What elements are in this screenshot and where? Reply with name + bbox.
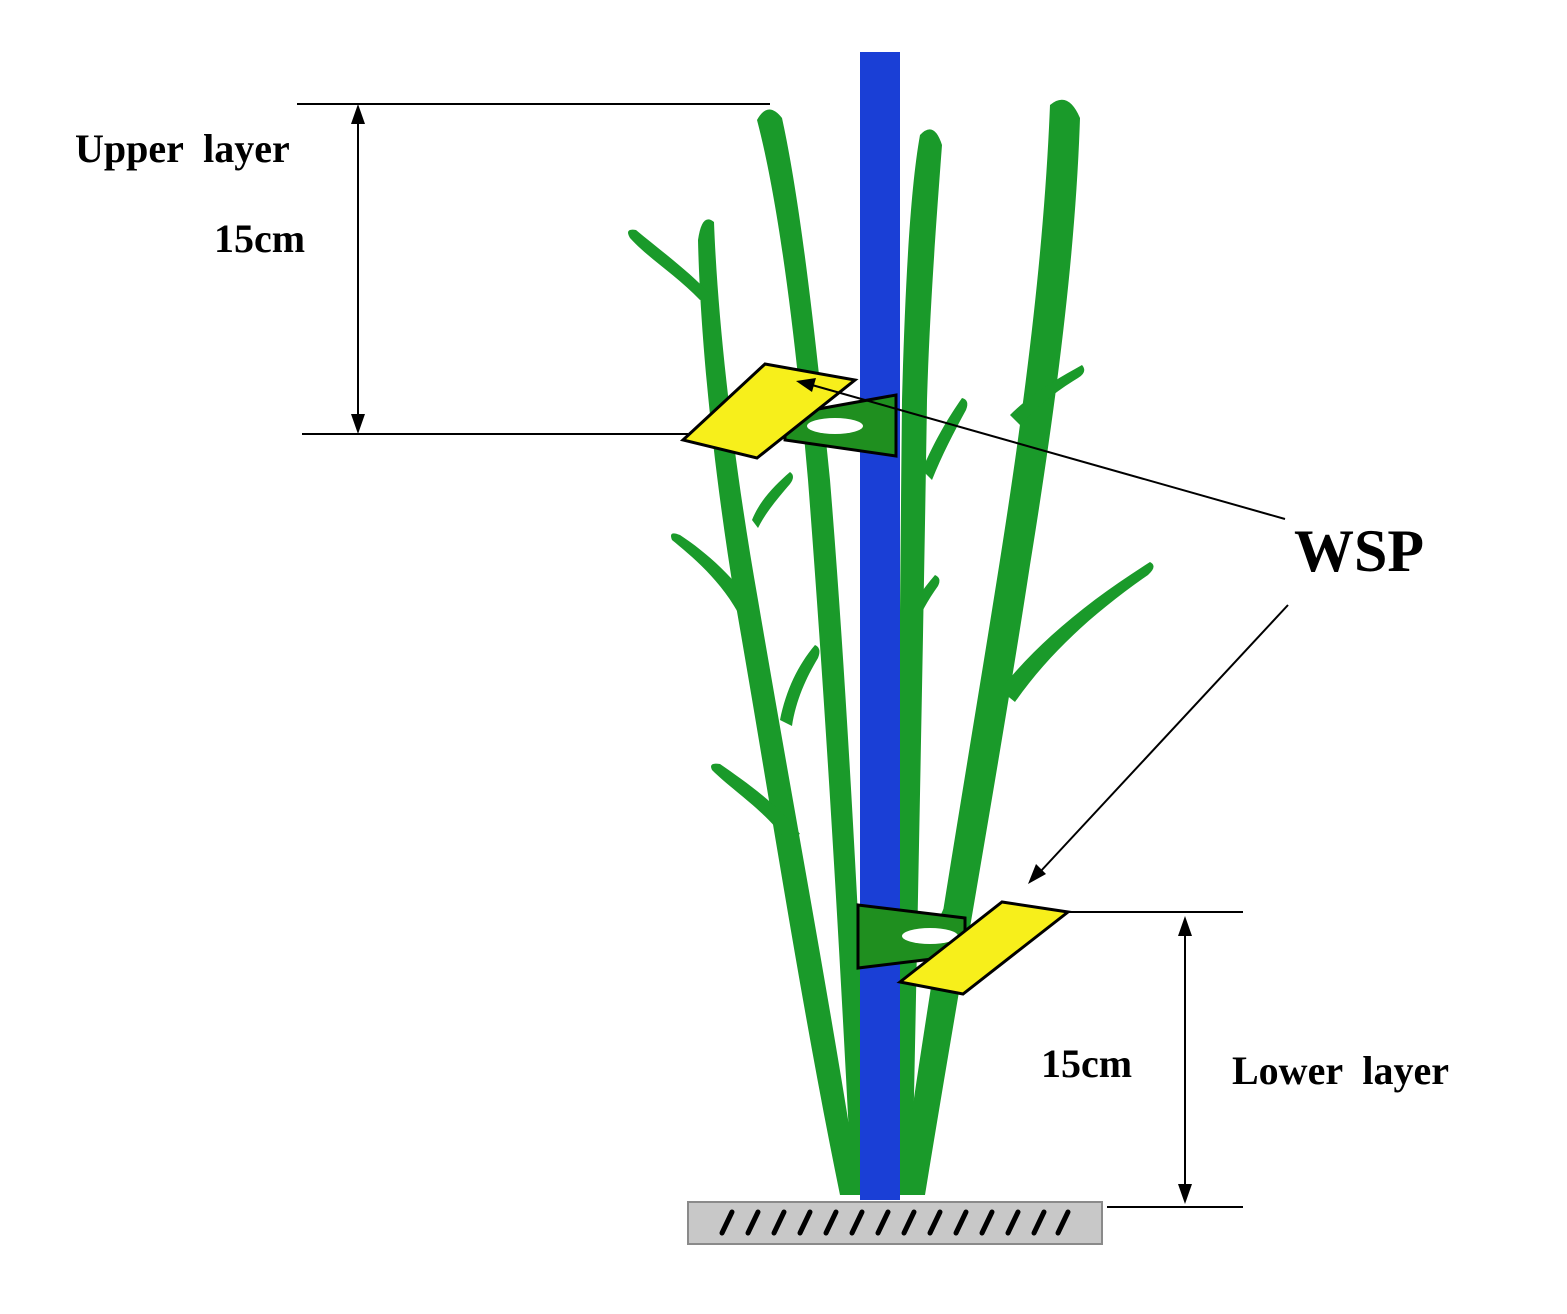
left-fork-leaf [628, 229, 712, 300]
upper-layer-label: Upper layer [75, 126, 290, 171]
ground-base [687, 1201, 1103, 1245]
ground-hatching [719, 1209, 1071, 1236]
leaf-left-mid [671, 533, 756, 620]
leaf-right-small-2 [905, 575, 940, 630]
lower-dimension [1068, 911, 1243, 1208]
leaf-left-small-2 [780, 645, 820, 726]
support-pole [860, 52, 900, 1200]
left-stem [698, 219, 860, 1196]
wsp-label: WSP [1294, 518, 1424, 584]
wsp-pointer-lower [1039, 604, 1289, 873]
upper-dimension [297, 103, 770, 435]
upper-arrow-top [351, 104, 365, 124]
lower-arrow-bottom [1178, 1184, 1192, 1204]
upper-height-label: 15cm [214, 216, 305, 261]
leaf-right-mid-small [922, 398, 968, 480]
lower-height-label: 15cm [1041, 1041, 1132, 1086]
wsp-pointers [796, 378, 1289, 884]
leaf-left-low [711, 763, 800, 840]
leaf-right-big [1000, 562, 1154, 702]
lower-layer-label: Lower layer [1232, 1048, 1449, 1093]
upper-arrow-bottom [351, 414, 365, 434]
center-left-stem [757, 109, 872, 1196]
leaf-right-upper [1010, 365, 1085, 425]
wsp-pointer-upper [811, 384, 1286, 520]
lower-arrow-top [1178, 916, 1192, 936]
wsp-pointer-upper-arrowhead [796, 378, 816, 392]
wsp-pointer-lower-arrowhead [1028, 864, 1046, 884]
leaf-left-small-1 [752, 472, 793, 528]
